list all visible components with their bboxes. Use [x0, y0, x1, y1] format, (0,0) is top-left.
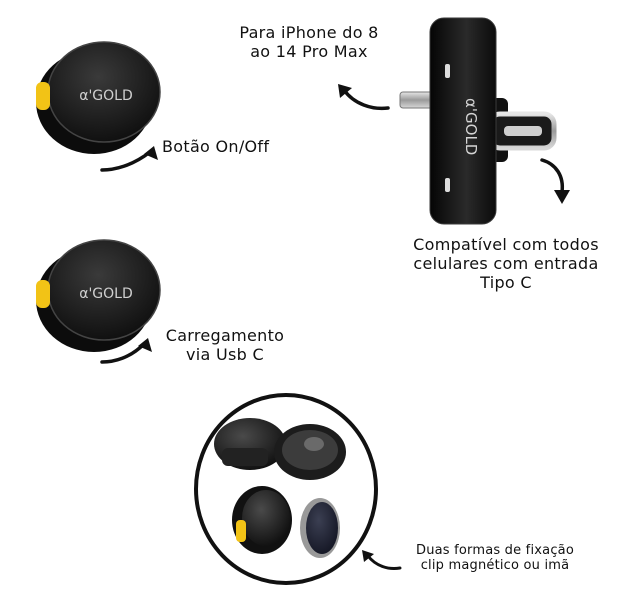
mic-logo-text: α'GOLD	[79, 286, 133, 302]
typec-label-line2: celulares com entrada	[413, 253, 599, 273]
charging-label-line2: via Usb C	[186, 344, 264, 364]
receiver-adapter-icon: α'GOLD	[399, 17, 557, 225]
adapter-logo-text: α'GOLD	[462, 98, 480, 155]
wireless-mic-icon: α'GOLD	[36, 41, 161, 154]
usb-c-port-yellow	[36, 280, 50, 308]
iphone-label-line2: ao 14 Pro Max	[250, 41, 368, 61]
typec-compat-label: Compatível com todos celulares com entra…	[390, 235, 622, 293]
charging-label-line1: Carregamento	[165, 326, 285, 345]
microphone-top-image: α'GOLD	[22, 30, 172, 160]
iphone-label-line1: Para iPhone do 8	[239, 23, 379, 42]
curved-arrow-icon	[98, 140, 164, 176]
curved-arrow-icon	[332, 80, 392, 120]
curved-arrow-icon	[358, 548, 404, 578]
receiver-adapter-image: α'GOLD	[392, 12, 562, 232]
mounting-label-line2: clip magnético ou imã	[420, 558, 570, 574]
typec-label-line3: Tipo C	[480, 272, 532, 292]
wireless-mic-icon: α'GOLD	[36, 239, 161, 352]
curved-arrow-icon	[536, 156, 576, 208]
mounting-label-line1: Duas formas de fixação	[415, 543, 574, 558]
charging-label: Carregamento via Usb C	[154, 326, 296, 365]
typec-label-line1: Compatível com todos	[413, 235, 599, 254]
lightning-connector	[399, 91, 435, 109]
microphone-bottom-image: α'GOLD	[22, 228, 172, 358]
mounting-options-circle	[192, 392, 380, 586]
mic-logo-text: α'GOLD	[79, 88, 133, 104]
power-button-yellow	[36, 82, 50, 110]
curved-arrow-icon	[98, 332, 158, 368]
iphone-compat-label: Para iPhone do 8 ao 14 Pro Max	[224, 23, 394, 62]
mounting-label: Duas formas de fixação clip magnético ou…	[398, 543, 592, 574]
power-button-label: Botão On/Off	[162, 137, 270, 156]
